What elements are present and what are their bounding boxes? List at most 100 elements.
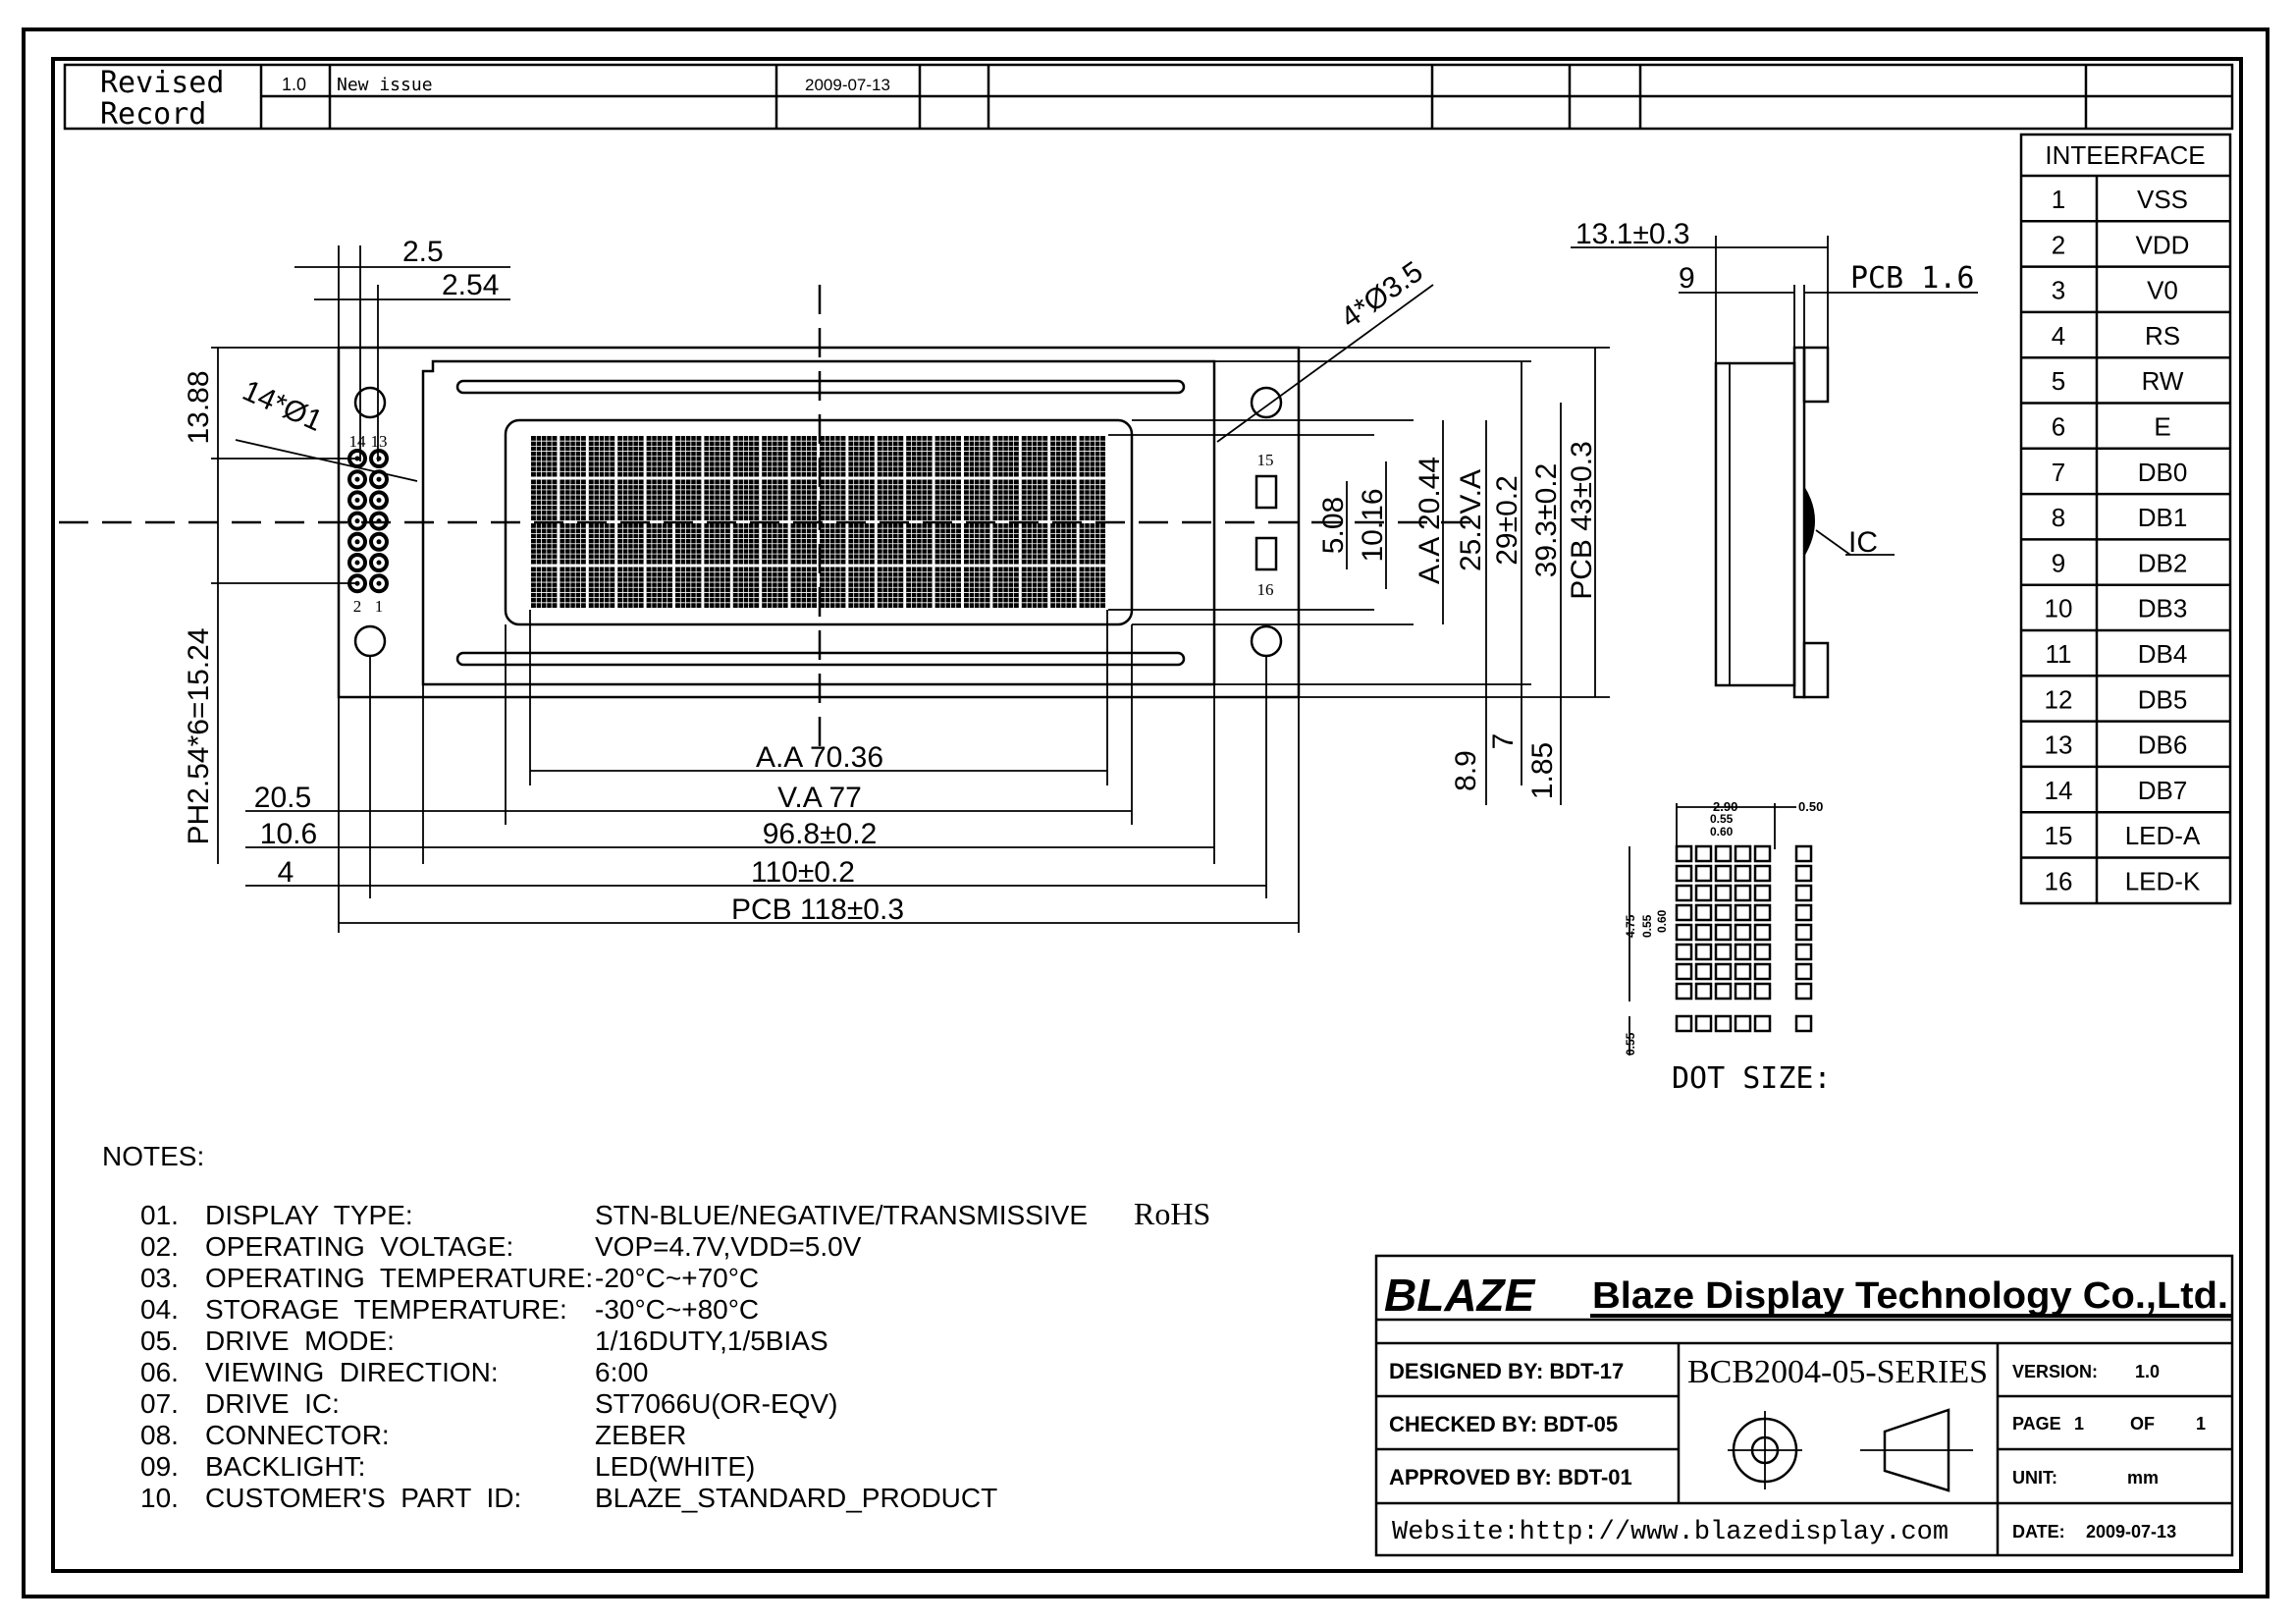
dot-square xyxy=(1675,982,1693,1001)
revision-description: New issue xyxy=(337,75,433,95)
dot-square xyxy=(1694,1014,1713,1033)
dot-square xyxy=(1694,982,1713,1001)
revised-label: Revised xyxy=(100,66,224,100)
dimension-lines xyxy=(211,245,1610,933)
led-pin-label-15: 15 xyxy=(1257,451,1274,469)
note-label: DISPLAY TYPE: xyxy=(205,1200,413,1230)
pin-name: LED-A xyxy=(2125,821,2201,850)
dot-square xyxy=(1753,844,1772,863)
note-item: 10.CUSTOMER'S PART ID:BLAZE_STANDARD_PRO… xyxy=(140,1483,997,1513)
character-cell xyxy=(531,523,558,565)
character-cell xyxy=(646,567,672,608)
pin-number: 8 xyxy=(2052,503,2065,532)
dot-square xyxy=(1753,903,1772,922)
character-cell xyxy=(762,436,788,477)
blaze-logo: BLAZE xyxy=(1384,1270,1536,1321)
page-count: 1 xyxy=(2196,1414,2206,1434)
character-cell xyxy=(1021,567,1048,608)
note-item: 07.DRIVE IC:ST7066U(OR-EQV) xyxy=(140,1388,837,1419)
character-cell xyxy=(964,436,990,477)
character-cell xyxy=(848,567,875,608)
part-number: BCB2004-05-SERIES xyxy=(1687,1354,1988,1390)
note-item: 06.VIEWING DIRECTION:6:00 xyxy=(140,1357,649,1387)
dim-bezel-width: 96.8±0.2 xyxy=(763,818,878,850)
character-cell xyxy=(704,523,730,565)
note-number: 10. xyxy=(140,1483,179,1513)
pin-name: DB5 xyxy=(2138,684,2188,714)
version-label: VERSION: xyxy=(2012,1362,2098,1381)
dot-square xyxy=(1753,943,1772,961)
dot-square xyxy=(1794,982,1813,1001)
record-label: Record xyxy=(100,97,206,132)
pin-hole-icon xyxy=(369,449,389,468)
character-cell xyxy=(848,523,875,565)
dim-pcb-width: PCB 118±0.3 xyxy=(731,893,904,926)
dot-char-height: 4.75 xyxy=(1624,914,1637,938)
led-pin-label-16: 16 xyxy=(1257,580,1274,599)
pin-number: 12 xyxy=(2045,684,2073,714)
dim-hole-width: 110±0.2 xyxy=(751,856,855,889)
pin-name: DB2 xyxy=(2138,548,2188,577)
dim-aa-width: A.A 70.36 xyxy=(756,741,883,774)
character-cell xyxy=(790,523,817,565)
character-cell xyxy=(877,479,904,520)
dot-square xyxy=(1794,943,1813,961)
dot-square xyxy=(1714,962,1733,981)
character-cell xyxy=(675,567,702,608)
rohs-mark: RoHS xyxy=(1134,1196,1210,1231)
website: Website:http://www.blazedisplay.com xyxy=(1392,1518,1949,1547)
of-label: OF xyxy=(2130,1414,2155,1434)
note-number: 07. xyxy=(140,1388,179,1419)
character-cell xyxy=(588,436,615,477)
dim-va-height: 25.2V.A xyxy=(1455,469,1487,571)
pin-name: V0 xyxy=(2147,276,2178,305)
character-cell xyxy=(964,523,990,565)
note-label: DRIVE IC: xyxy=(205,1388,340,1419)
note-number: 09. xyxy=(140,1451,179,1482)
note-number: 08. xyxy=(140,1420,179,1450)
mount-hole-icon xyxy=(353,624,387,658)
dot-square xyxy=(1694,923,1713,942)
character-cell xyxy=(704,567,730,608)
dot-square xyxy=(1753,982,1772,1001)
revision-record: Revised Record 1.0 New issue 2009-07-13 xyxy=(63,63,2234,132)
dot-pitch-vertical: 0.55 xyxy=(1640,914,1654,938)
dot-square xyxy=(1675,844,1693,863)
dot-square xyxy=(1734,943,1752,961)
interface-row: 12 DB5 xyxy=(2021,675,2230,714)
revision-version: 1.0 xyxy=(282,75,306,94)
dot-square xyxy=(1794,864,1813,883)
mount-hole-icon xyxy=(1250,624,1283,658)
pin-name: RW xyxy=(2142,366,2184,396)
unit-label: UNIT: xyxy=(2012,1468,2057,1488)
character-cell xyxy=(588,567,615,608)
dot-square xyxy=(1675,943,1693,961)
note-label: DRIVE MODE: xyxy=(205,1326,395,1356)
dot-square xyxy=(1753,884,1772,902)
character-cell xyxy=(906,567,933,608)
character-cell xyxy=(1021,479,1048,520)
dim-pin-top: 13.88 xyxy=(183,370,215,444)
dot-square xyxy=(1694,903,1713,922)
note-label: OPERATING VOLTAGE: xyxy=(205,1231,513,1262)
note-label: CONNECTOR: xyxy=(205,1420,390,1450)
note-item: 01.DISPLAY TYPE:STN-BLUE/NEGATIVE/TRANSM… xyxy=(140,1200,1088,1230)
character-cell xyxy=(934,567,961,608)
character-cell xyxy=(820,479,846,520)
character-cell xyxy=(964,479,990,520)
character-cell xyxy=(617,523,644,565)
character-cell xyxy=(617,567,644,608)
dim-4: 4 xyxy=(278,856,294,889)
mount-hole-icon xyxy=(353,386,387,419)
dim-1-85: 1.85 xyxy=(1526,742,1559,799)
character-cell xyxy=(1021,436,1048,477)
note-number: 06. xyxy=(140,1357,179,1387)
dot-square xyxy=(1714,884,1733,902)
character-cell xyxy=(531,436,558,477)
